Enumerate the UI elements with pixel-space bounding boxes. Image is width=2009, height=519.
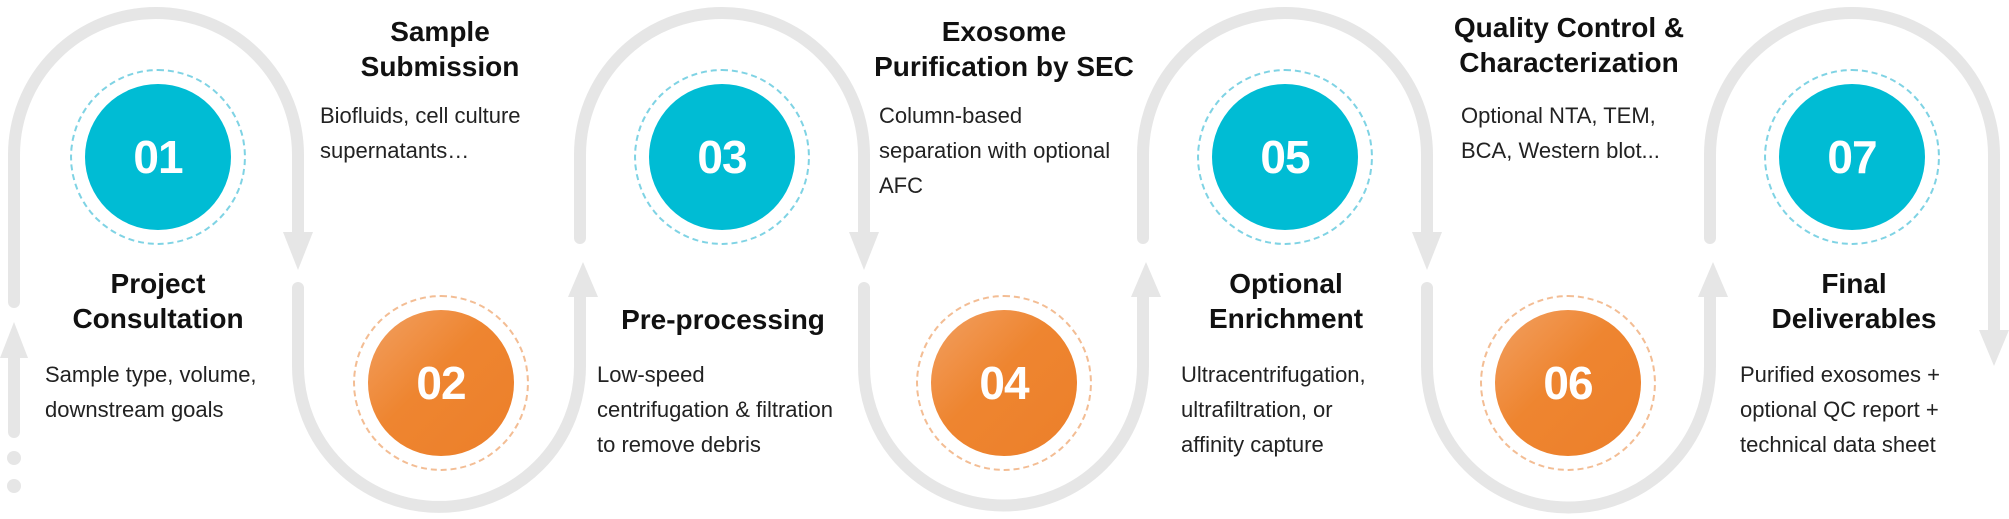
step-05-description: Ultracentrifugation, ultrafiltration, or… — [1181, 362, 1366, 457]
step-05-title: Optional Enrichment — [1208, 268, 1364, 334]
arrow-up-icon — [568, 262, 598, 297]
step-number: 05 — [1260, 131, 1310, 183]
step-07-dashed-ring — [1764, 69, 1940, 245]
track-dot — [7, 479, 21, 493]
arrow-down-icon — [1412, 232, 1442, 270]
track-arc-bottom-2 — [858, 282, 1149, 512]
step-04-badge: 04 — [931, 310, 1077, 456]
step-03-title: Pre-processing — [621, 304, 825, 335]
track-arc-top-4 — [1704, 7, 2000, 338]
step-07-title: Final Deliverables — [1771, 268, 1937, 334]
step-02-description: Biofluids, cell culture supernatants… — [320, 103, 521, 163]
step-02-dashed-ring — [353, 295, 529, 471]
step-04-description: Column-based separation with optional AF… — [879, 103, 1111, 198]
track-arc-top-1 — [7, 7, 304, 308]
arrow-up-icon — [1131, 262, 1161, 297]
arrow-down-icon — [283, 232, 313, 270]
step-number: 02 — [416, 357, 466, 409]
step-06-badge: 06 — [1495, 310, 1641, 456]
arrow-up-icon — [0, 322, 28, 358]
track-arc-bottom-1 — [292, 282, 586, 513]
step-07-description: Purified exosomes + optional QC report +… — [1740, 362, 1940, 457]
step-03-badge: 03 — [649, 84, 795, 230]
step-07-badge: 07 — [1779, 84, 1925, 230]
step-01-description: Sample type, volume, downstream goals — [45, 362, 257, 422]
arrow-up-icon — [1698, 262, 1728, 297]
arrow-down-icon — [849, 232, 879, 270]
step-04-title: Exosome Purification by SEC — [874, 16, 1134, 82]
step-number: 06 — [1543, 357, 1593, 409]
track-dot — [7, 451, 21, 465]
step-06-dashed-ring — [1480, 295, 1656, 471]
step-number: 01 — [133, 131, 183, 183]
step-01-dashed-ring — [70, 69, 246, 245]
step-01-title: Project Consultation — [72, 268, 244, 334]
step-number: 03 — [697, 131, 747, 183]
step-number: 04 — [979, 357, 1029, 409]
step-05-badge: 05 — [1212, 84, 1358, 230]
step-01-badge: 01 — [85, 84, 231, 230]
step-03-dashed-ring — [634, 69, 810, 245]
track-arc-top-3 — [1137, 7, 1433, 244]
step-04-dashed-ring — [916, 295, 1092, 471]
step-06-description: Optional NTA, TEM, BCA, Western blot... — [1461, 103, 1660, 163]
step-number: 07 — [1827, 131, 1877, 183]
track-arc-bottom-3 — [1421, 282, 1716, 514]
step-02-badge: 02 — [368, 310, 514, 456]
arrow-down-icon — [1979, 330, 2009, 366]
step-03-description: Low-speed centrifugation & filtration to… — [597, 362, 834, 457]
step-05-dashed-ring — [1197, 69, 1373, 245]
step-02-title: Sample Submission — [360, 16, 520, 82]
track-arc-top-2 — [574, 7, 870, 244]
step-06-title: Quality Control & Characterization — [1453, 12, 1685, 78]
